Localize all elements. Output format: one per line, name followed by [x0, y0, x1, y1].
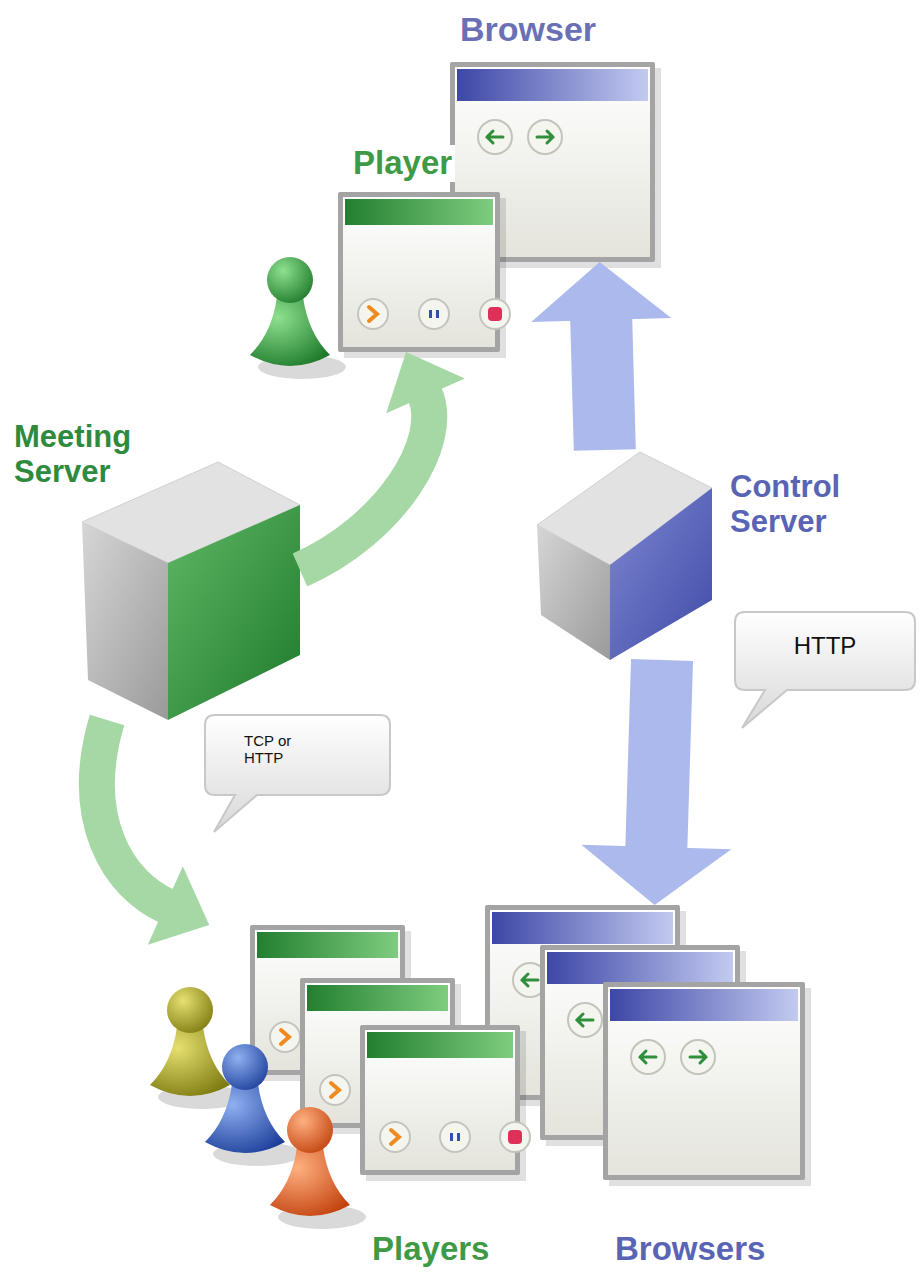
callout-text: TCP or HTTP — [244, 732, 318, 767]
node-heading: Browser — [460, 10, 596, 48]
arrow-head — [531, 262, 671, 322]
arrow-head — [148, 866, 209, 945]
meeting-server: Meeting Server — [12, 420, 300, 720]
node-heading: Players — [372, 1231, 489, 1268]
flow-arrow — [531, 262, 671, 450]
callout-text: HTTP — [735, 632, 915, 660]
arrow-head — [386, 352, 465, 413]
player-group: Players — [150, 925, 520, 1276]
browser-group: Browsers — [485, 905, 805, 1276]
node-heading: Meeting Server — [14, 420, 164, 489]
flow-arrow — [97, 720, 209, 945]
arrow-shaft — [97, 720, 167, 906]
control-server: Control Server — [535, 450, 884, 660]
node-heading: Browsers — [615, 1231, 765, 1268]
player-window: Player — [338, 143, 500, 352]
flow-arrow — [581, 660, 731, 905]
node-heading: Player — [350, 145, 455, 182]
arrow-shaft — [300, 394, 429, 570]
arrow-shaft — [656, 660, 662, 849]
arrow-head — [581, 845, 731, 905]
node-heading: Control Server — [730, 470, 880, 539]
browser-window: Browser — [450, 6, 655, 262]
flow-arrow — [300, 352, 465, 570]
arrow-shaft — [601, 318, 605, 450]
